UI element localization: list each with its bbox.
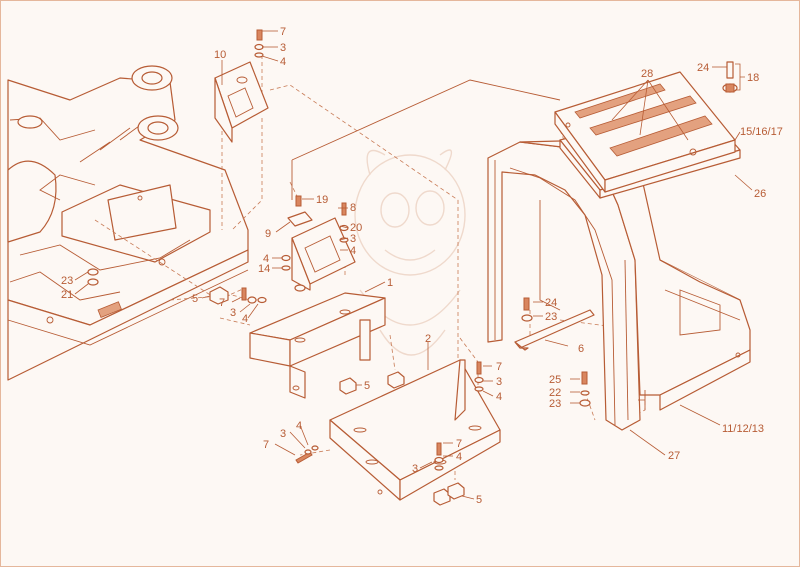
callout-1: 1: [387, 277, 393, 289]
callout-3c: 3: [230, 307, 236, 319]
bolt-stack-tray-right: [434, 442, 444, 471]
callout-3: 3: [280, 42, 286, 54]
callout-4g: 4: [456, 451, 462, 463]
callout-2: 2: [425, 333, 431, 345]
callout-4b: 4: [350, 245, 356, 257]
washers-23-21: [87, 268, 99, 286]
nut-5-mid-b: [387, 371, 405, 389]
callout-3b: 3: [350, 233, 356, 245]
callout-3d: 3: [496, 376, 502, 388]
bracket-10: [214, 61, 269, 143]
bolt-stack-24-23: [521, 297, 533, 322]
callout-7c: 7: [496, 361, 502, 373]
callout-23c: 23: [549, 398, 561, 410]
callout-24b: 24: [545, 297, 557, 309]
callout-18: 18: [747, 72, 759, 84]
callout-5b: 5: [364, 380, 370, 392]
callout-5a: 5: [192, 293, 198, 305]
nut-5-left: [209, 286, 229, 305]
callout-28: 28: [641, 68, 653, 80]
upper-frame: [7, 65, 249, 381]
nut-5-bottom-b: [447, 482, 465, 500]
callout-3e: 3: [280, 428, 286, 440]
callout-7b: 7: [219, 297, 225, 309]
callout-4f: 4: [296, 420, 302, 432]
leader-lines: [74, 30, 753, 500]
callout-26: 26: [754, 188, 766, 200]
callout-4e: 4: [496, 391, 502, 403]
callout-24: 24: [697, 62, 709, 74]
callout-22: 22: [549, 387, 561, 399]
nut-5-mid-a: [339, 377, 357, 395]
callout-20: 20: [350, 222, 362, 234]
callout-9: 9: [265, 228, 271, 240]
callout-11-12-13: 11/12/13: [722, 423, 764, 435]
callout-7: 7: [280, 26, 286, 38]
bolt-stack-right: [579, 371, 591, 407]
callout-19: 19: [316, 194, 328, 206]
bolt-stack-top: [254, 29, 264, 58]
callout-21: 21: [61, 289, 73, 301]
callout-7e: 7: [456, 438, 462, 450]
callout-15-16-17: 15/16/17: [740, 126, 783, 138]
callout-8: 8: [350, 202, 356, 214]
watermark-mascot: [354, 149, 466, 356]
cover-1: [249, 292, 386, 399]
callout-7d: 7: [263, 439, 269, 451]
bolt-stack-tray-left: [295, 445, 319, 464]
callout-27: 27: [668, 450, 680, 462]
callout-4d: 4: [242, 313, 248, 325]
callout-labels: 7 3 4 10 28 24 18 15/16/17 26 19 8 20 3 …: [61, 26, 783, 506]
callout-4: 4: [280, 56, 286, 68]
bolt-stack-left: [241, 287, 267, 304]
bar-6-end: [514, 341, 529, 351]
callout-10: 10: [214, 49, 226, 61]
assembly-lead-line: [291, 79, 561, 200]
nut-5-bottom-a: [433, 488, 451, 506]
callout-6: 6: [578, 343, 584, 355]
callout-25: 25: [549, 374, 561, 386]
fastener-24-18: [722, 61, 738, 93]
callout-4c: 4: [263, 253, 269, 265]
bolt-stack-center: [474, 361, 484, 392]
callout-3f: 3: [412, 463, 418, 475]
mount-bracket-9: [281, 195, 356, 292]
callout-5c: 5: [476, 494, 482, 506]
callout-23a: 23: [61, 275, 73, 287]
callout-14: 14: [258, 263, 270, 275]
callout-23b: 23: [545, 311, 557, 323]
tray-2: [329, 359, 501, 501]
